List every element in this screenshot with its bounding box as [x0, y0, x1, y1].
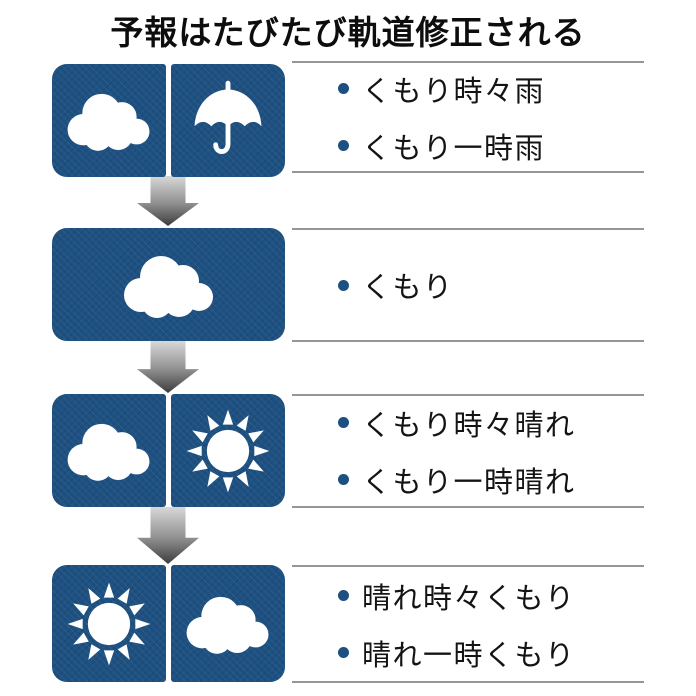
bullet-dot — [338, 417, 349, 428]
list-item: くもり時々晴れ — [338, 402, 644, 444]
cloud-icon — [52, 64, 166, 177]
down-arrow-icon — [137, 176, 199, 226]
bullet-dot — [338, 140, 349, 151]
list-item: くもり時々雨 — [338, 68, 644, 110]
bullet-dot — [338, 279, 349, 291]
stage1-labels: くもり時々雨 くもり一時雨 — [292, 61, 644, 173]
stage3-labels: くもり時々晴れ くもり一時晴れ — [292, 394, 644, 508]
bullet-dot — [338, 83, 349, 94]
list-item: くもり一時晴れ — [338, 459, 644, 501]
cloud-icon — [52, 228, 285, 341]
list-item: くもり一時雨 — [338, 125, 644, 167]
forecast-label: くもり一時晴れ — [362, 466, 576, 499]
cloud-icon — [52, 394, 166, 507]
stage3-icon-block — [52, 394, 285, 507]
forecast-label: くもり時々晴れ — [362, 409, 576, 442]
umbrella-icon — [171, 64, 285, 177]
sun-icon — [52, 565, 166, 682]
stage2-icon-block — [52, 228, 285, 341]
down-arrow-icon — [137, 341, 199, 393]
forecast-label: くもり — [362, 272, 454, 304]
forecast-label: 晴れ一時くもり — [362, 639, 576, 672]
list-item: 晴れ時々くもり — [338, 575, 644, 617]
bullet-dot — [338, 590, 349, 601]
stage4-icon-block — [52, 565, 285, 682]
forecast-label: 晴れ時々くもり — [362, 582, 576, 615]
page-title: 予報はたびたび軌道修正される — [110, 14, 586, 51]
forecast-label: くもり一時雨 — [362, 132, 546, 165]
list-item: くもり — [338, 264, 644, 306]
forecast-label: くもり時々雨 — [362, 75, 546, 108]
list-item: 晴れ一時くもり — [338, 632, 644, 674]
cloud-icon — [171, 565, 285, 682]
stage4-labels: 晴れ時々くもり 晴れ一時くもり — [292, 565, 644, 683]
bullet-dot — [338, 647, 349, 658]
stage2-labels: くもり — [292, 228, 644, 342]
down-arrow-icon — [137, 507, 199, 564]
sun-icon — [171, 394, 285, 507]
bullet-dot — [338, 474, 349, 485]
stage1-icon-block — [52, 64, 285, 177]
